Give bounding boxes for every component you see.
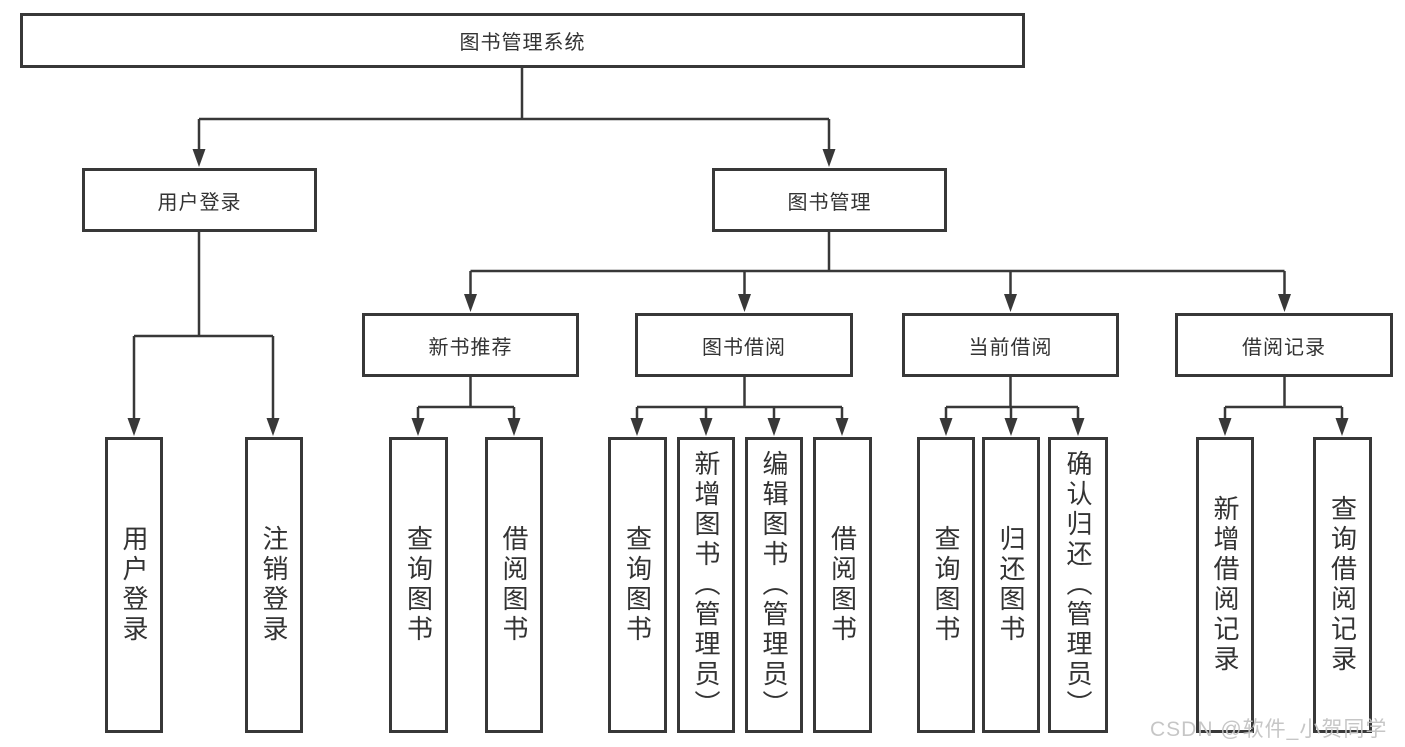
arrowhead-icon: [822, 149, 836, 167]
arrowhead-icon: [738, 294, 751, 312]
leaf-logout: 注销登录: [245, 437, 303, 733]
leaf-cb-return-books: 归还图书: [982, 437, 1040, 733]
leaf-nbr-borrow-books-label: 借阅图书: [499, 525, 529, 645]
connector-line: [132, 68, 1344, 420]
arrowhead-icon: [835, 418, 849, 436]
node-user-login-branch-label: 用户登录: [157, 191, 242, 214]
arrowhead-icon: [1071, 418, 1085, 436]
arrowhead-icon: [767, 418, 781, 436]
leaf-br-add-record: 新增借阅记录: [1196, 437, 1254, 733]
leaf-bb-edit-books-label: 编辑图书（管理员）: [759, 450, 789, 720]
node-new-book-recommend: 新书推荐: [362, 313, 579, 377]
leaf-nbr-query-books-label: 查询图书: [403, 525, 434, 645]
leaf-cb-return-books-label: 归还图书: [996, 525, 1026, 645]
arrowhead-icon: [1004, 418, 1018, 436]
arrowhead-icon: [939, 418, 953, 436]
watermark: CSDN @软件_小贺同学: [1150, 718, 1388, 741]
arrowhead-icon: [1335, 418, 1349, 436]
leaf-bb-borrow-books-label: 借阅图书: [827, 525, 858, 645]
leaf-bb-borrow-books: 借阅图书: [813, 437, 872, 733]
arrowhead-icon: [507, 418, 521, 436]
node-book-management-label: 图书管理: [787, 191, 872, 214]
node-current-borrowing-label: 当前借阅: [968, 336, 1053, 359]
arrowhead-icon: [1278, 294, 1291, 312]
node-borrowing-records: 借阅记录: [1175, 313, 1393, 377]
leaf-bb-query-books-label: 查询图书: [622, 525, 653, 645]
arrowhead-icon: [1004, 294, 1017, 312]
leaf-bb-add-books: 新增图书（管理员）: [677, 437, 735, 733]
arrowhead-icon: [266, 418, 280, 436]
leaf-logout-label: 注销登录: [259, 525, 289, 645]
leaf-br-query-record-label: 查询借阅记录: [1327, 495, 1358, 675]
node-root-label: 图书管理系统: [459, 32, 586, 54]
leaf-nbr-query-books: 查询图书: [389, 437, 448, 733]
node-new-book-recommend-label: 新书推荐: [428, 336, 513, 359]
leaf-cb-confirm-return-label: 确认归还（管理员）: [1063, 450, 1093, 720]
leaf-br-add-record-label: 新增借阅记录: [1210, 495, 1240, 675]
node-user-login-branch: 用户登录: [82, 168, 317, 232]
leaf-cb-query-books: 查询图书: [917, 437, 975, 733]
leaf-bb-add-books-label: 新增图书（管理员）: [691, 450, 721, 720]
node-current-borrowing: 当前借阅: [902, 313, 1119, 377]
node-borrowing-records-label: 借阅记录: [1242, 336, 1326, 359]
leaf-bb-query-books: 查询图书: [608, 437, 667, 733]
arrowhead-icon: [127, 418, 141, 436]
leaf-cb-query-books-label: 查询图书: [931, 525, 961, 645]
leaf-nbr-borrow-books: 借阅图书: [485, 437, 543, 733]
arrowhead-icon: [464, 294, 477, 312]
arrowhead-icon: [411, 418, 425, 436]
leaf-cb-confirm-return: 确认归还（管理员）: [1048, 437, 1108, 733]
arrowhead-icon: [1218, 418, 1232, 436]
node-root: 图书管理系统: [20, 13, 1025, 68]
arrowhead-icon: [192, 149, 206, 167]
arrowhead-icon: [699, 418, 713, 436]
node-book-borrowing-label: 图书借阅: [702, 336, 786, 359]
leaf-br-query-record: 查询借阅记录: [1313, 437, 1372, 733]
node-book-management: 图书管理: [712, 168, 947, 232]
node-book-borrowing: 图书借阅: [635, 313, 853, 377]
leaf-bb-edit-books: 编辑图书（管理员）: [745, 437, 803, 733]
connector-arrowheads: [127, 149, 1349, 436]
arrowhead-icon: [630, 418, 644, 436]
leaf-user-login-label: 用户登录: [119, 525, 149, 645]
leaf-user-login: 用户登录: [105, 437, 163, 733]
